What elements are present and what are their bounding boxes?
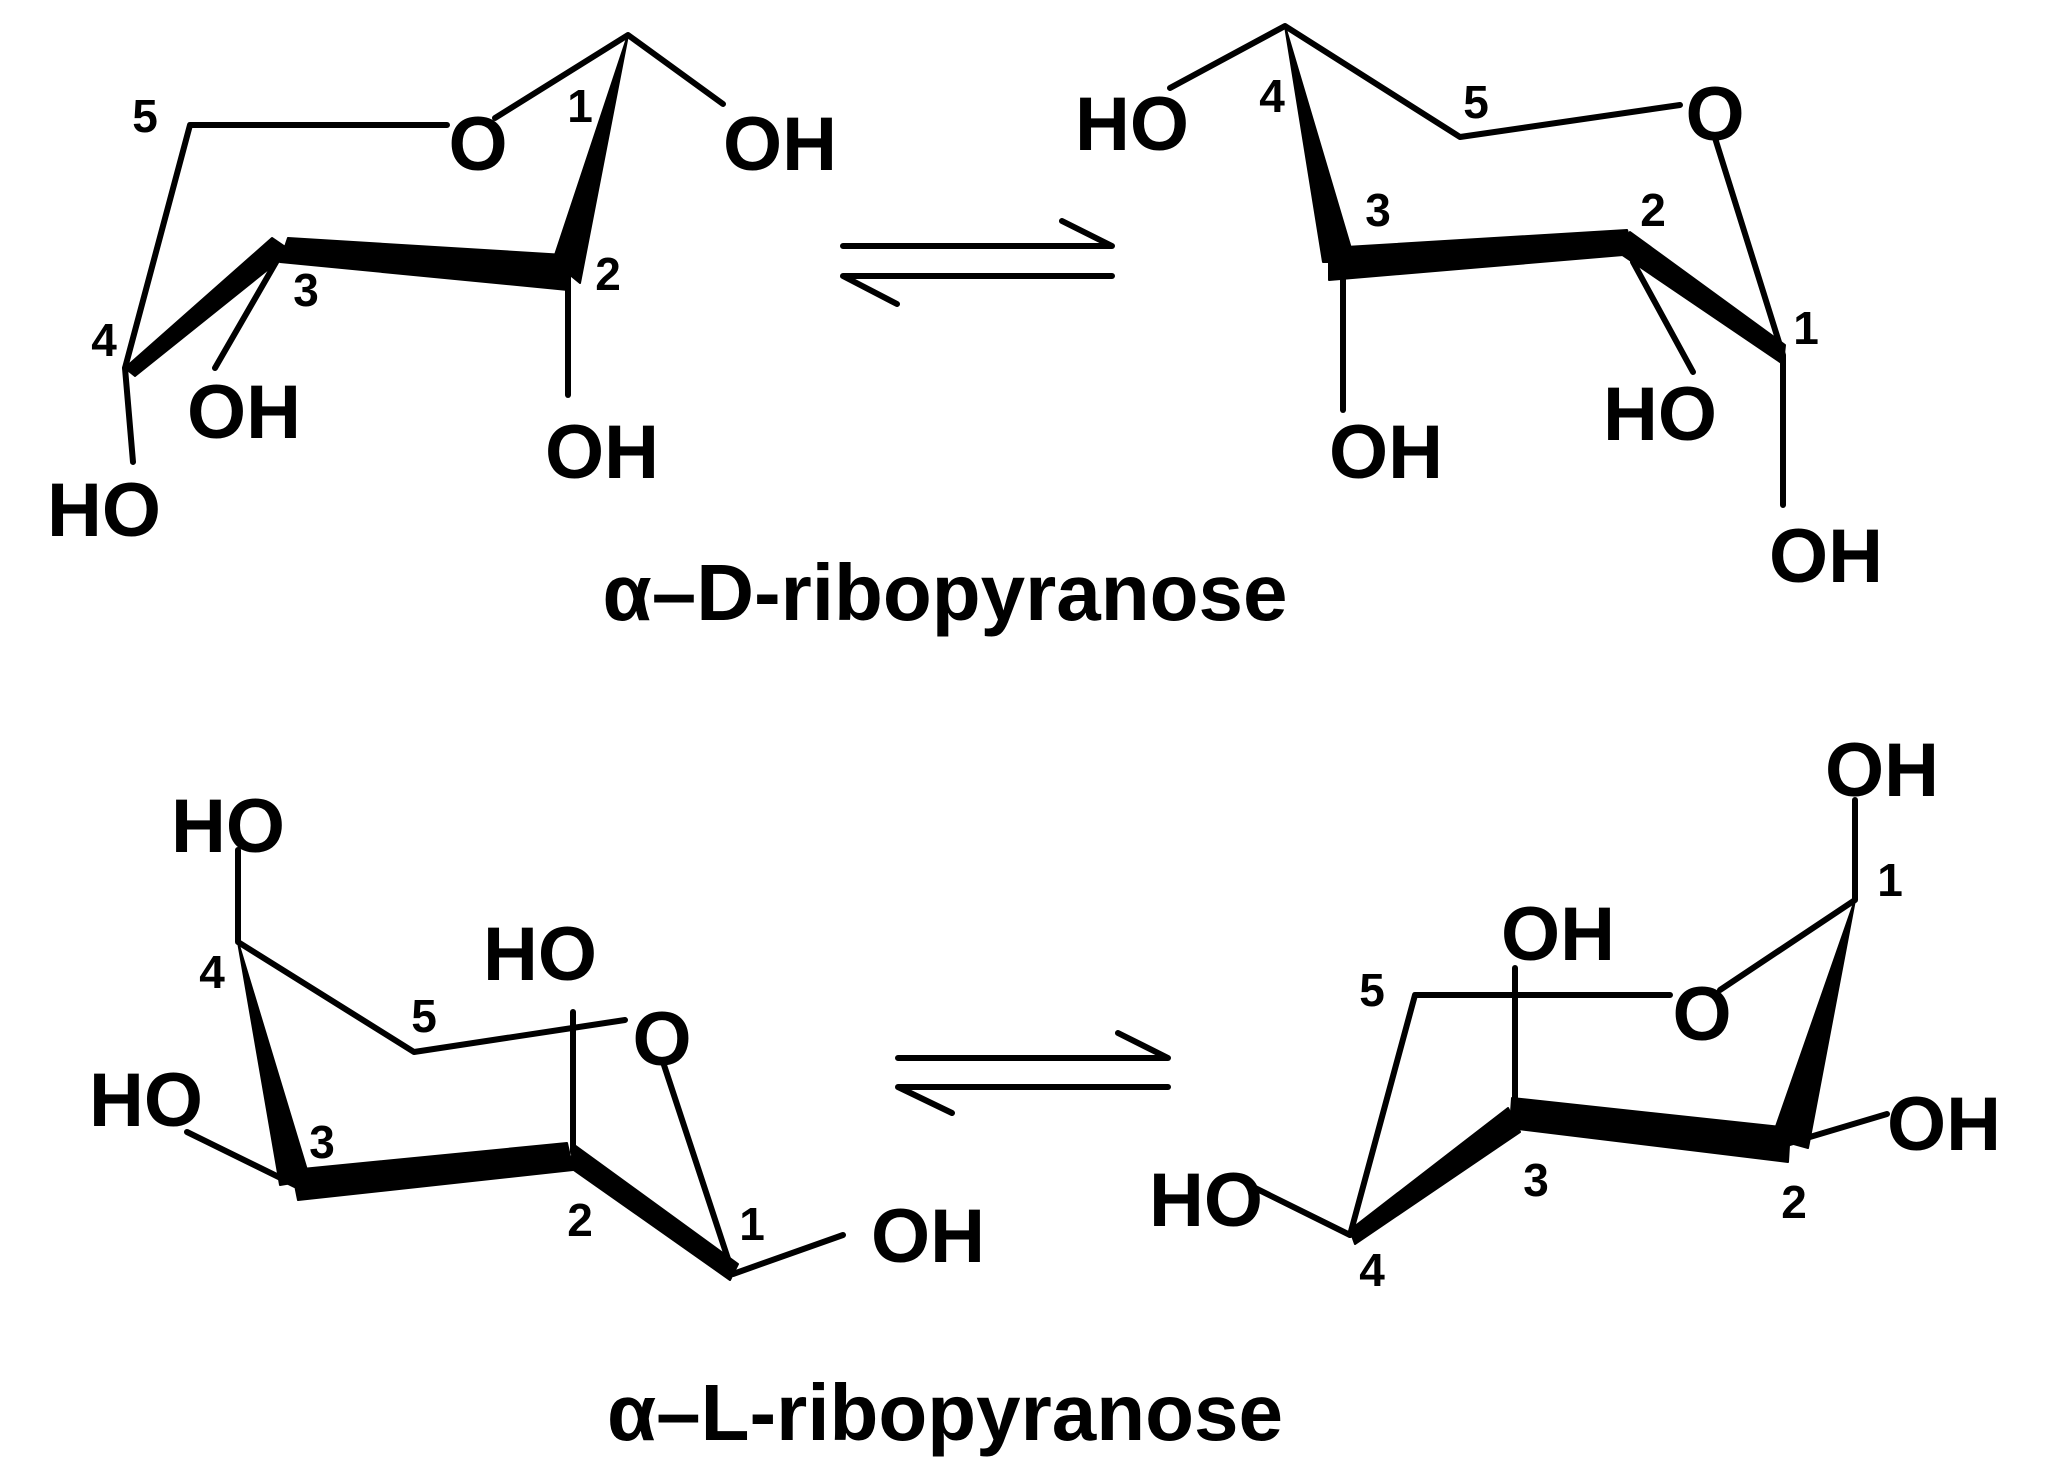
carbon-number-2: 2 <box>567 1194 593 1246</box>
carbon-number-2: 2 <box>1781 1176 1807 1228</box>
carbon-number-1: 1 <box>1877 854 1903 906</box>
carbon-number-1: 1 <box>567 80 593 132</box>
d-ribopyranose-right-chair: O HO OH HO OH 1 2 3 4 5 <box>1075 23 1883 599</box>
equilibrium-arrow-icon <box>840 218 1115 307</box>
carbon-number-4: 4 <box>1259 70 1285 122</box>
l-ribopyranose-right-chair: O OH OH OH HO 1 2 3 4 5 <box>1149 728 2001 1296</box>
carbon-number-3: 3 <box>293 264 319 316</box>
carbon-number-3: 3 <box>1523 1154 1549 1206</box>
c2-ho-label: HO <box>483 912 597 997</box>
carbon-number-4: 4 <box>199 946 225 998</box>
c2-oh-label: OH <box>545 410 659 495</box>
c1-oh-label: OH <box>871 1194 985 1279</box>
l-ribopyranose-left-chair: O HO HO HO OH 1 2 3 4 5 <box>89 784 985 1281</box>
title-d-ribopyranose: α–D-ribopyranose <box>603 548 1288 637</box>
carbon-number-1: 1 <box>1793 302 1819 354</box>
c4-ho-label: HO <box>171 784 285 869</box>
carbon-number-3: 3 <box>309 1116 335 1168</box>
c3-oh-label: OH <box>187 370 301 455</box>
c1-oh-label: OH <box>723 102 837 187</box>
carbon-number-4: 4 <box>1359 1244 1385 1296</box>
ring-oxygen-label: O <box>448 102 507 187</box>
c4-ho-label: HO <box>1075 82 1189 167</box>
c4-ho-label: HO <box>47 468 161 553</box>
c1-oh-label: OH <box>1825 728 1939 813</box>
c2-ho-label: HO <box>1603 372 1717 457</box>
carbon-number-5: 5 <box>1359 964 1385 1016</box>
carbon-number-2: 2 <box>595 248 621 300</box>
title-l-ribopyranose: α–L-ribopyranose <box>607 1368 1283 1457</box>
carbon-number-5: 5 <box>132 90 158 142</box>
carbon-number-5: 5 <box>1463 76 1489 128</box>
ring-oxygen-label: O <box>632 997 691 1082</box>
c3-oh-label: OH <box>1329 410 1443 495</box>
ring-oxygen-label: O <box>1685 72 1744 157</box>
equilibrium-arrow-icon <box>895 1030 1171 1116</box>
c3-ho-label: HO <box>89 1058 203 1143</box>
carbon-number-5: 5 <box>411 990 437 1042</box>
c2-oh-label: OH <box>1887 1082 2001 1167</box>
carbon-number-3: 3 <box>1365 184 1391 236</box>
c1-oh-label: OH <box>1769 514 1883 599</box>
c3-oh-label: OH <box>1501 892 1615 977</box>
carbon-number-2: 2 <box>1640 184 1666 236</box>
d-ribopyranose-left-chair: O OH OH OH HO 1 2 3 4 5 <box>47 32 837 553</box>
ring-oxygen-label: O <box>1672 972 1731 1057</box>
carbon-number-4: 4 <box>91 314 117 366</box>
carbon-number-1: 1 <box>739 1198 765 1250</box>
c4-ho-label: HO <box>1149 1158 1263 1243</box>
